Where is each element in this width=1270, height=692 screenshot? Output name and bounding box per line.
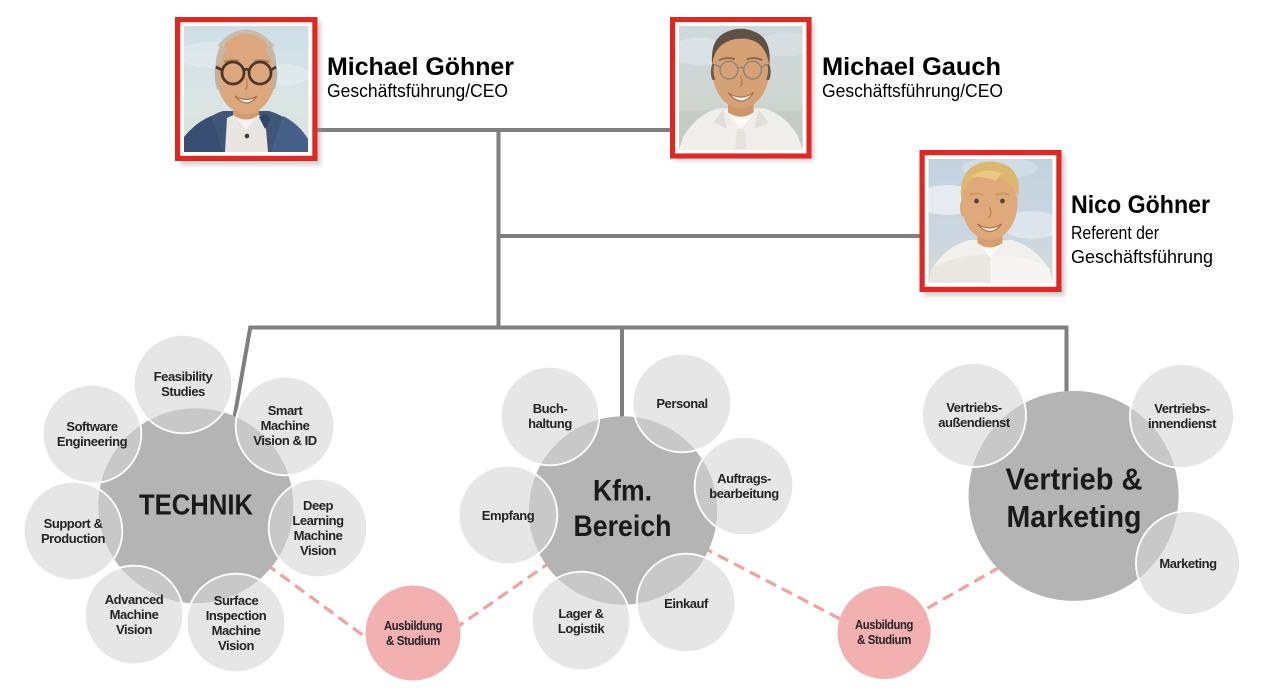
svg-text:Einkauf: Einkauf (664, 596, 709, 611)
svg-text:Personal: Personal (656, 396, 707, 411)
svg-text:Empfang: Empfang (482, 508, 535, 523)
svg-text:Ausbildung& Studium: Ausbildung& Studium (384, 618, 442, 648)
svg-text:Geschäftsführung/CEO: Geschäftsführung/CEO (822, 80, 1003, 101)
svg-text:Auftrags-bearbeitung: Auftrags-bearbeitung (709, 471, 779, 501)
svg-text:Nico Göhner: Nico Göhner (1071, 191, 1210, 219)
svg-text:Vertriebs-innendienst: Vertriebs-innendienst (1148, 401, 1217, 431)
svg-text:Marketing: Marketing (1007, 499, 1142, 534)
svg-text:Kfm.: Kfm. (593, 474, 652, 507)
svg-text:Support &Production: Support &Production (41, 516, 106, 546)
svg-text:Referent der: Referent der (1071, 222, 1159, 243)
svg-text:Geschäftsführung: Geschäftsführung (1071, 246, 1213, 267)
svg-text:Michael Gauch: Michael Gauch (822, 53, 1001, 81)
svg-text:Buch-haltung: Buch-haltung (528, 401, 572, 431)
svg-text:Ausbildung& Studium: Ausbildung& Studium (855, 617, 913, 647)
svg-text:Vertriebs-außendienst: Vertriebs-außendienst (938, 400, 1011, 430)
svg-text:Michael Göhner: Michael Göhner (327, 53, 514, 81)
svg-text:TECHNIK: TECHNIK (139, 490, 253, 522)
svg-text:Lager &Logistik: Lager &Logistik (558, 606, 605, 636)
svg-text:Bereich: Bereich (574, 510, 672, 543)
svg-text:Geschäftsführung/CEO: Geschäftsführung/CEO (327, 80, 508, 101)
svg-text:Vertrieb &: Vertrieb & (1006, 462, 1143, 497)
svg-text:Marketing: Marketing (1159, 556, 1217, 571)
